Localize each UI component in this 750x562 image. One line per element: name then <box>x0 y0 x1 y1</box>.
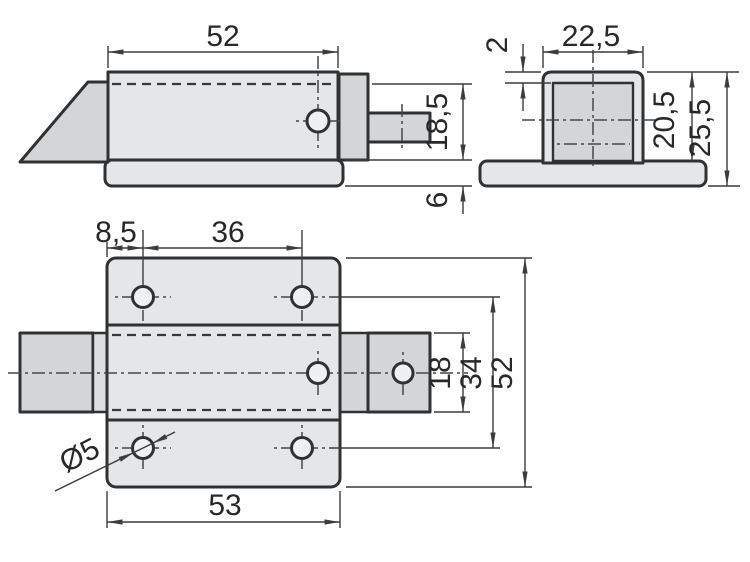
side-bolt-knob <box>337 72 370 162</box>
plan-screw-hole-br <box>290 436 314 460</box>
dim-plan-hole-diameter: Ø5 <box>54 432 105 480</box>
plan-screw-hole-tl <box>131 285 155 309</box>
dim-plan-bolt-width: 18 <box>424 356 457 389</box>
dim-plan-plate-length: 53 <box>208 489 241 522</box>
side-base-plate <box>103 158 345 188</box>
dim-plan-hole-offset: 8,5 <box>95 216 137 249</box>
plan-bolt-hole <box>306 361 330 385</box>
dim-side-height: 18,5 <box>421 93 454 151</box>
side-housing-body <box>106 70 340 162</box>
side-latch-wedge <box>18 80 110 164</box>
dim-plan-plate-width: 52 <box>486 356 519 389</box>
side-screw-hole <box>305 108 331 134</box>
end-view: 22,5 2 20,5 25,5 <box>478 20 740 188</box>
leader-hole-dia-lower <box>54 451 134 492</box>
dim-end-height: 20,5 <box>648 91 681 149</box>
dim-plan-hole-row-pitch: 34 <box>455 356 488 389</box>
plan-keeper-hole <box>391 361 415 385</box>
plan-screw-hole-tr <box>290 285 314 309</box>
leader-through-line <box>133 442 153 454</box>
dim-plan-hole-pitch: 36 <box>211 216 244 249</box>
dim-end-wall: 2 <box>481 37 514 54</box>
plan-view: 8,5 36 53 18 34 52 Ø5 <box>8 216 532 528</box>
side-view: 52 18,5 6 <box>18 20 472 214</box>
dim-side-base: 6 <box>421 192 454 209</box>
dim-end-width: 22,5 <box>562 20 620 53</box>
dim-end-total-height: 25,5 <box>684 99 717 157</box>
dim-side-length: 52 <box>206 20 239 53</box>
leader-hole-dia-upper <box>152 431 176 445</box>
side-bolt-tongue <box>366 111 432 144</box>
